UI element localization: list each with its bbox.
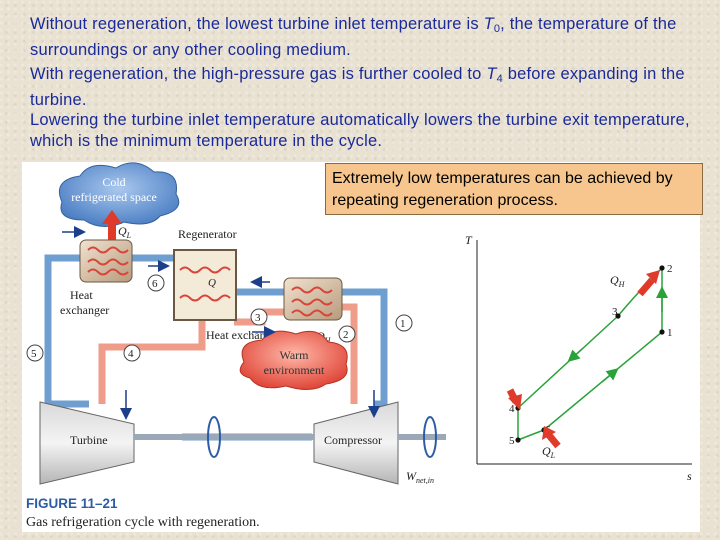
state-5: 5 (31, 348, 37, 360)
turbine: Turbine (39, 401, 135, 485)
flow-arrows (62, 226, 380, 420)
s-axis-label: s (687, 469, 692, 483)
ts-ql-label: QL (542, 444, 556, 460)
ts-qh-arrow-shaft (637, 277, 655, 297)
shaft (134, 434, 314, 440)
shaft-rotation-2 (423, 416, 437, 458)
ts-qh-arrow-head (646, 270, 660, 284)
ts-point-5: 5 (509, 435, 515, 447)
shaft-out (398, 434, 446, 440)
state-markers: 6 3 2 1 5 4 (26, 274, 413, 362)
ts-point-4: 4 (509, 403, 515, 415)
warm-env-label-1: Warm (279, 348, 309, 362)
ts-ql-arrow-2-shaft (545, 431, 561, 449)
figure-caption: Gas refrigeration cycle with regeneratio… (26, 515, 260, 530)
arrow-3-4 (567, 348, 583, 363)
heat-exchanger-left-label-2: exchanger (60, 303, 109, 317)
regenerator (173, 249, 237, 321)
ts-ql-arrow-2-head (542, 426, 556, 440)
turbine-label: Turbine (70, 433, 108, 447)
ts-point-2: 2 (667, 263, 673, 275)
ts-point-1: 1 (667, 327, 673, 339)
arrow-6-1 (601, 368, 619, 383)
cycle-figure: Cold refrigerated space QL Heat exchange… (26, 162, 692, 530)
shaft-rotation-1 (207, 416, 221, 458)
state-1: 1 (400, 318, 406, 330)
state-4: 4 (128, 348, 134, 360)
right-heat-exchanger (283, 277, 343, 321)
figure-panel: Cold refrigerated space QL Heat exchange… (22, 162, 700, 532)
cold-space-label-2: refrigerated space (71, 190, 157, 204)
figure-number: FIGURE 11–21 (26, 496, 118, 511)
ts-diagram: T s 2 1 3 4 5 6 QH (465, 233, 692, 483)
heat-exchanger-left-label-1: Heat (70, 288, 93, 302)
paragraph-2: With regeneration, the high-pressure gas… (30, 65, 685, 109)
q-label: Q (208, 277, 216, 289)
regenerator-label: Regenerator (178, 227, 237, 241)
state-6: 6 (152, 278, 158, 290)
ts-point-3: 3 (612, 306, 618, 318)
ts-ql-arrow-1-head (508, 394, 522, 410)
left-heat-exchanger (79, 239, 133, 283)
ql-label: QL (118, 224, 132, 240)
ql-arrow-head (102, 210, 122, 224)
w-label: Wnet,in (406, 469, 434, 485)
state-3: 3 (255, 312, 261, 324)
paragraph-3: Lowering the turbine inlet temperature a… (30, 111, 690, 150)
warm-cloud: Warm environment (239, 330, 348, 390)
t-axis-label: T (465, 233, 473, 247)
callout-box: Extremely low temperatures can be achiev… (325, 163, 703, 215)
warm-env-label-2: environment (264, 363, 325, 377)
ts-qh-label: QH (610, 273, 626, 289)
paragraph-1: Without regeneration, the lowest turbine… (30, 15, 677, 59)
cold-cloud: Cold refrigerated space (58, 162, 180, 227)
cold-space-label-1: Cold (102, 175, 125, 189)
state-2: 2 (343, 329, 349, 341)
compressor-label: Compressor (324, 433, 382, 447)
compressor: Compressor (313, 401, 399, 485)
